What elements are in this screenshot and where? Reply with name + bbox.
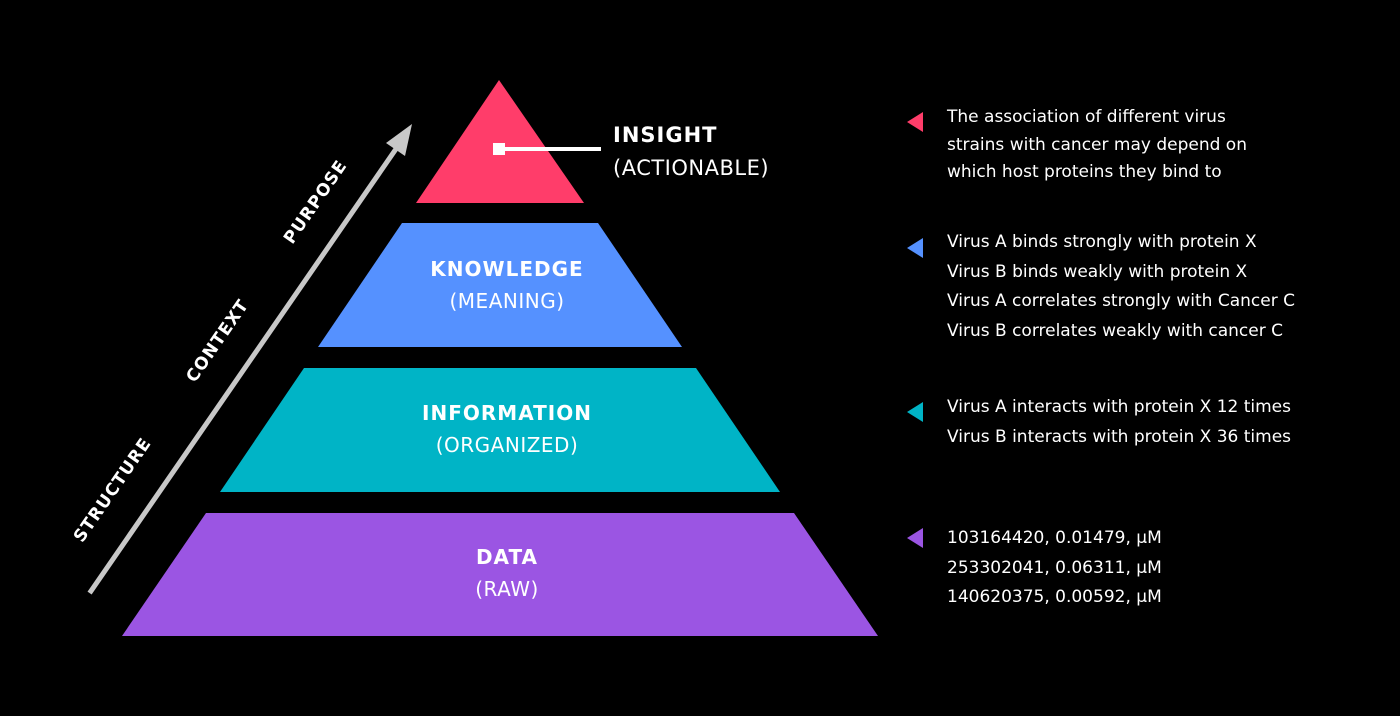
arrow-shaft [87,142,402,595]
information-notes: Virus A interacts with protein X 12 time… [947,397,1291,447]
insight-subtitle: (ACTIONABLE) [613,156,769,180]
insight-title: INSIGHT [613,123,717,147]
note-line: Virus B binds weakly with protein X [947,262,1248,282]
data-title: DATA [476,545,538,569]
data-subtitle: (RAW) [475,577,539,601]
note-line: Virus A interacts with protein X 12 time… [947,397,1291,417]
note-line: Virus A correlates strongly with Cancer … [947,291,1295,311]
insight-callout-marker [493,143,505,155]
insight-callout [493,143,601,155]
knowledge-legend-marker-icon [907,238,923,258]
information-title: INFORMATION [422,401,592,425]
note-line: 253302041, 0.06311, µM [947,558,1162,578]
insight-legend-marker-icon [907,112,923,132]
data-notes: 103164420, 0.01479, µM 253302041, 0.0631… [947,528,1162,607]
note-line: The association of different virus [946,107,1226,127]
arrow-label-structure: STRUCTURE [70,434,156,546]
note-line: 103164420, 0.01479, µM [947,528,1162,548]
data-legend-marker-icon [907,528,923,548]
note-line: which host proteins they bind to [947,162,1222,182]
note-line: Virus B interacts with protein X 36 time… [947,427,1291,447]
note-line: 140620375, 0.00592, µM [947,587,1162,607]
arrow-head-icon [386,124,412,156]
information-tier [220,368,780,492]
hierarchy-arrow [87,124,412,595]
knowledge-tier [318,223,682,347]
note-line: Virus B correlates weakly with cancer C [947,321,1283,341]
information-subtitle: (ORGANIZED) [436,433,579,457]
insight-tier [416,80,584,203]
note-line: Virus A binds strongly with protein X [947,232,1257,252]
arrow-label-purpose: PURPOSE [280,157,352,248]
insight-notes: The association of different virus strai… [946,107,1247,182]
data-tier [122,513,878,636]
information-legend-marker-icon [907,402,923,422]
note-line: strains with cancer may depend on [947,135,1247,155]
knowledge-notes: Virus A binds strongly with protein X Vi… [947,232,1295,341]
knowledge-title: KNOWLEDGE [430,257,583,281]
knowledge-subtitle: (MEANING) [450,289,565,313]
